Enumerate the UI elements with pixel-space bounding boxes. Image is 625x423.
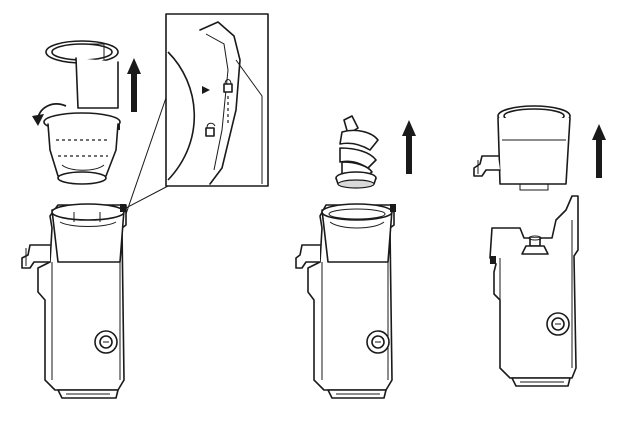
juicer-body-2 <box>295 203 396 399</box>
juicing-drum-3 <box>473 105 571 191</box>
auger <box>335 115 379 189</box>
lift-arrow-icon-3 <box>592 124 606 178</box>
lift-arrow-icon-2 <box>402 120 416 174</box>
lift-arrow-icon-1 <box>127 58 141 112</box>
juicer-body-1 <box>21 203 127 399</box>
step-3-group <box>473 105 606 387</box>
triangle-pointer-icon <box>202 86 210 94</box>
inset-leader-line <box>125 91 169 215</box>
detail-inset <box>165 13 269 187</box>
juicer-base-3 <box>489 195 579 387</box>
rotate-arrow-icon <box>32 103 67 126</box>
step-1-group <box>21 13 269 399</box>
lock-open-icon <box>205 122 216 137</box>
lock-closed-icon <box>223 79 233 93</box>
juicing-drum-1 <box>43 40 121 185</box>
step-2-group <box>295 115 416 399</box>
